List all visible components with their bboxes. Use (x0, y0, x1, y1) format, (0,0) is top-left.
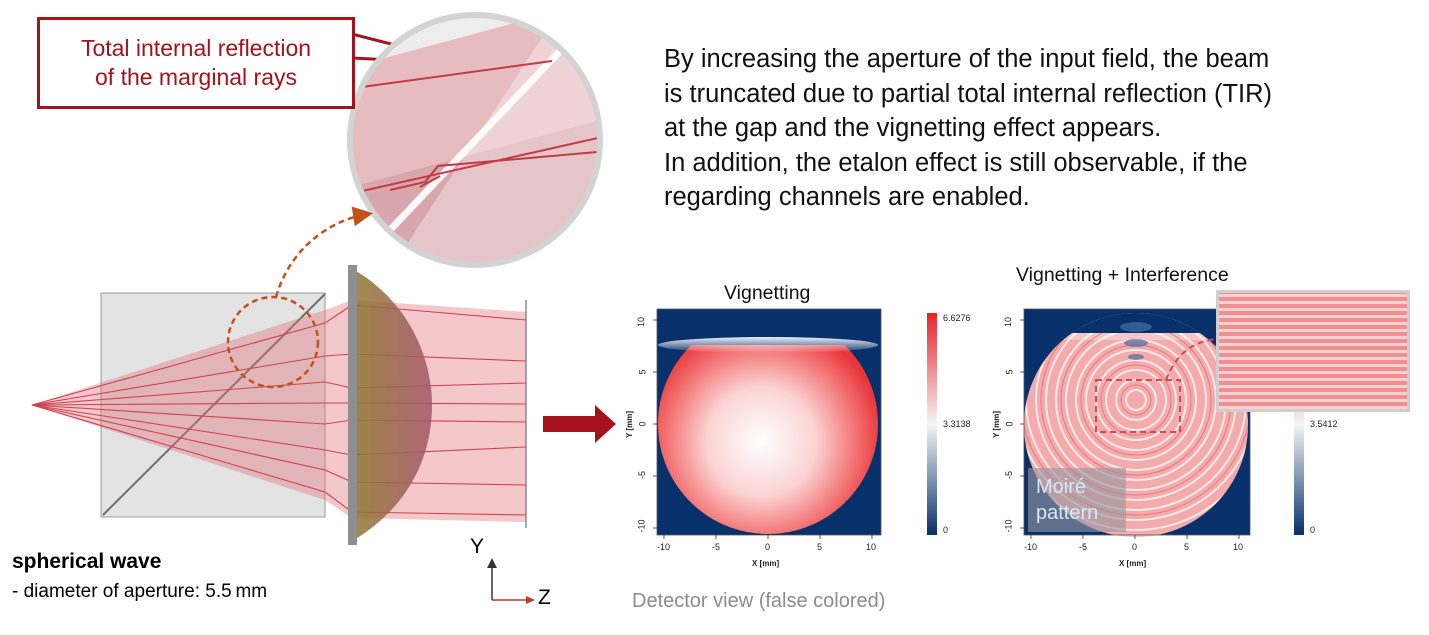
vignetting-plot (653, 308, 882, 539)
colorbar-mid-label: 3.3138 (943, 419, 971, 429)
vignetting-title: Vignetting (724, 282, 811, 304)
x-tick: -5 (1079, 542, 1088, 552)
lens (348, 265, 432, 545)
description-line: at the gap and the vignetting effect app… (664, 114, 1162, 142)
description-line: By increasing the aperture of the input … (664, 45, 1270, 73)
y-axis-label: Y [mm] (624, 411, 634, 438)
y-axis-label: Y [mm] (991, 411, 1001, 438)
colorbar-max-label: 6.6276 (943, 313, 971, 323)
moire-zoom-inset (1216, 290, 1410, 412)
vignetting-colorbar (927, 313, 937, 535)
prism-cube (100, 292, 326, 518)
y-tick: -5 (1004, 470, 1015, 480)
source-title: spherical wave (12, 550, 162, 573)
y-tick: 10 (636, 316, 647, 328)
x-tick: -5 (712, 542, 721, 552)
x-tick: -10 (1024, 542, 1038, 552)
callout-line-2: of the marginal rays (95, 64, 297, 90)
x-tick: 0 (765, 542, 771, 552)
x-axis-label: X [mm] (1119, 559, 1147, 568)
tir-callout: Total internal reflection of the margina… (37, 17, 355, 109)
colorbar-min-label: 0 (1310, 525, 1316, 535)
x-tick: 0 (1132, 542, 1138, 552)
description-line: In addition, the etalon effect is still … (664, 148, 1248, 177)
y-tick: 5 (637, 369, 648, 375)
moire-label: Moiré pattern (1028, 468, 1126, 532)
interference-title: Vignetting + Interference (1016, 264, 1229, 286)
tir-region-marker (226, 295, 320, 389)
result-arrow (543, 405, 616, 443)
colorbar-min-label: 0 (943, 525, 949, 535)
axis-z-label: Z (538, 586, 551, 609)
x-tick: 5 (817, 542, 823, 552)
y-tick: -10 (636, 519, 647, 533)
tir-zoom-circle (347, 12, 603, 268)
x-axis-label: X [mm] (752, 559, 780, 568)
y-tick: 0 (637, 421, 648, 427)
source-aperture: - diameter of aperture: 5.5 mm (12, 581, 268, 602)
x-tick: 5 (1184, 542, 1190, 552)
coordinate-axes-icon (487, 558, 535, 604)
y-tick: 0 (1004, 421, 1015, 427)
interference-colorbar (1294, 313, 1304, 535)
y-tick: -10 (1003, 519, 1014, 533)
callout-line-1: Total internal reflection (80, 35, 312, 61)
x-tick: 10 (1233, 542, 1244, 552)
x-tick: 10 (866, 542, 877, 552)
detector-caption: Detector view (false colored) (632, 590, 886, 612)
y-tick: 10 (1003, 316, 1014, 328)
y-tick: 5 (1004, 369, 1015, 375)
moire-label-line-2: pattern (1036, 502, 1099, 524)
description-line: regarding channels are enabled. (664, 183, 1030, 211)
description-line: is truncated due to partial total intern… (664, 79, 1273, 108)
moire-region-marker (1095, 379, 1181, 433)
description-paragraph: By increasing the aperture of the input … (664, 42, 1404, 215)
colorbar-mid-label: 3.5412 (1310, 419, 1338, 429)
x-tick: -10 (657, 542, 671, 552)
axis-y-label: Y (470, 535, 485, 558)
moire-label-line-1: Moiré (1036, 476, 1087, 498)
y-tick: -5 (637, 470, 648, 480)
